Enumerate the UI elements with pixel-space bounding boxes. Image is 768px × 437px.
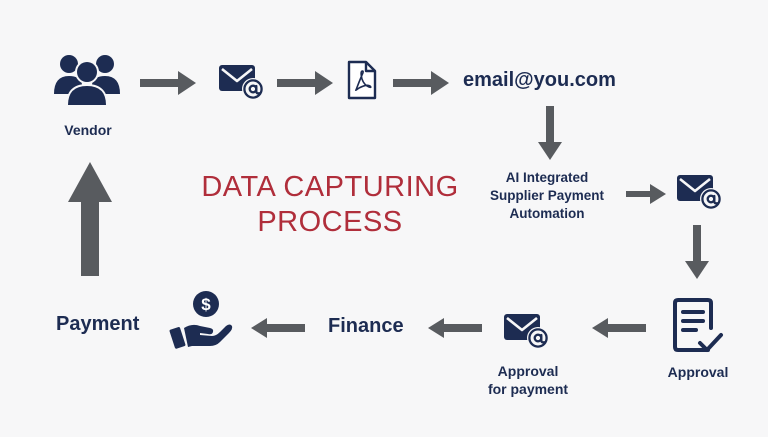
ai-automation-line1: AI Integrated	[505, 170, 589, 185]
hand-dollar-icon: $	[169, 291, 233, 349]
approval-for-payment-line1: Approval	[497, 363, 559, 379]
email-at-icon	[676, 172, 724, 212]
payment-label: Payment	[56, 313, 140, 335]
approval-for-payment-line2: for payment	[487, 381, 569, 397]
ai-automation-label: AI Integrated Supplier Payment Automatio…	[476, 169, 618, 223]
svg-text:$: $	[201, 295, 211, 314]
arrow-down-2	[685, 225, 709, 279]
ai-automation-line2: Supplier Payment	[489, 188, 605, 203]
finance-label: Finance	[328, 315, 404, 337]
ai-automation-line3: Automation	[509, 206, 585, 221]
arrow-right-1	[140, 71, 196, 95]
diagram-title-line1: DATA CAPTURING	[201, 171, 459, 203]
arrow-right-4	[626, 184, 666, 204]
arrow-left-3	[251, 318, 305, 338]
arrow-down-1	[538, 106, 562, 160]
arrow-right-3	[393, 71, 449, 95]
arrow-right-2	[277, 71, 333, 95]
document-check-icon	[673, 298, 723, 352]
arrow-left-1	[592, 318, 646, 338]
arrow-left-2	[428, 318, 482, 338]
approval-label: Approval	[667, 364, 729, 380]
email-at-icon	[503, 311, 551, 351]
users-group-icon	[54, 55, 120, 106]
diagram-title-line2: PROCESS	[257, 206, 403, 238]
diagram-title: DATA CAPTURING PROCESS	[185, 170, 475, 240]
pdf-file-icon	[347, 60, 377, 100]
email-at-icon	[218, 62, 266, 102]
vendor-label: Vendor	[64, 122, 112, 138]
email-address-label: email@you.com	[463, 69, 616, 91]
approval-for-payment-label: Approval for payment	[476, 362, 580, 398]
arrow-up-big	[68, 162, 112, 276]
